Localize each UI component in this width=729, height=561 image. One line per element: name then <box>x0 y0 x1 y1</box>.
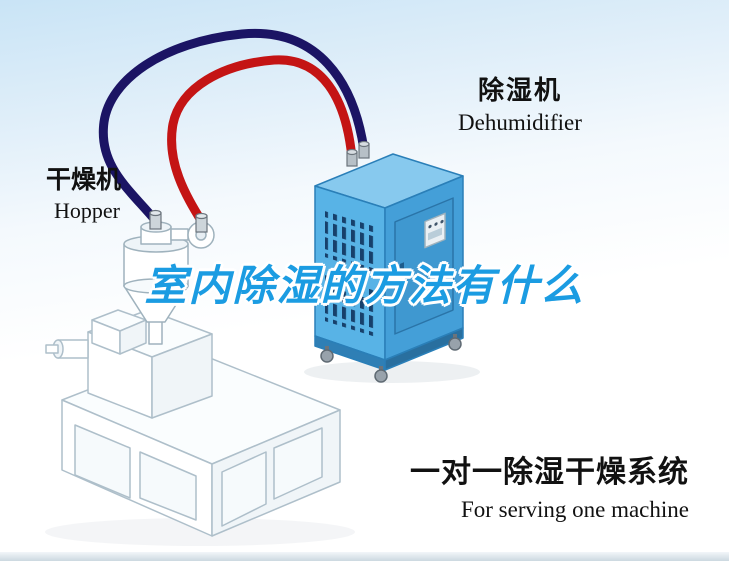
red-pipe <box>167 55 357 227</box>
hopper-stand-tube <box>148 319 163 345</box>
page-bottom-edge <box>0 552 729 561</box>
watermark-title: 室内除湿的方法有什么 <box>144 262 585 309</box>
system-label-en: For serving one machine <box>460 496 689 522</box>
dehumidifier-label-group: 除湿机 Dehumidifier <box>458 75 582 136</box>
machine-shadow <box>45 518 355 546</box>
caster-wheels <box>320 334 462 383</box>
system-label-cn: 一对一除湿干燥系统 <box>410 456 689 489</box>
dehumidifier-unit <box>314 153 464 383</box>
dehumidifier-label-cn: 除湿机 <box>478 75 563 105</box>
hopper-unit <box>123 221 215 345</box>
extruder-machine <box>45 309 341 537</box>
navy-pipe <box>98 28 369 225</box>
system-label-group: 一对一除湿干燥系统 For serving one machine <box>410 456 689 523</box>
vent-louvers <box>325 211 377 338</box>
pipe-fittings <box>149 140 370 233</box>
dryer-label-group: 干燥机 Hopper <box>46 166 121 223</box>
dryer-label-en: Hopper <box>54 197 120 223</box>
dehumidifier-shadow <box>304 361 480 383</box>
dehumidifier-label-en: Dehumidifier <box>458 109 582 135</box>
hopper-blower <box>170 221 215 249</box>
dehumidifier-door <box>394 197 454 335</box>
dryer-label-cn: 干燥机 <box>46 166 122 194</box>
door-handle <box>400 262 404 280</box>
